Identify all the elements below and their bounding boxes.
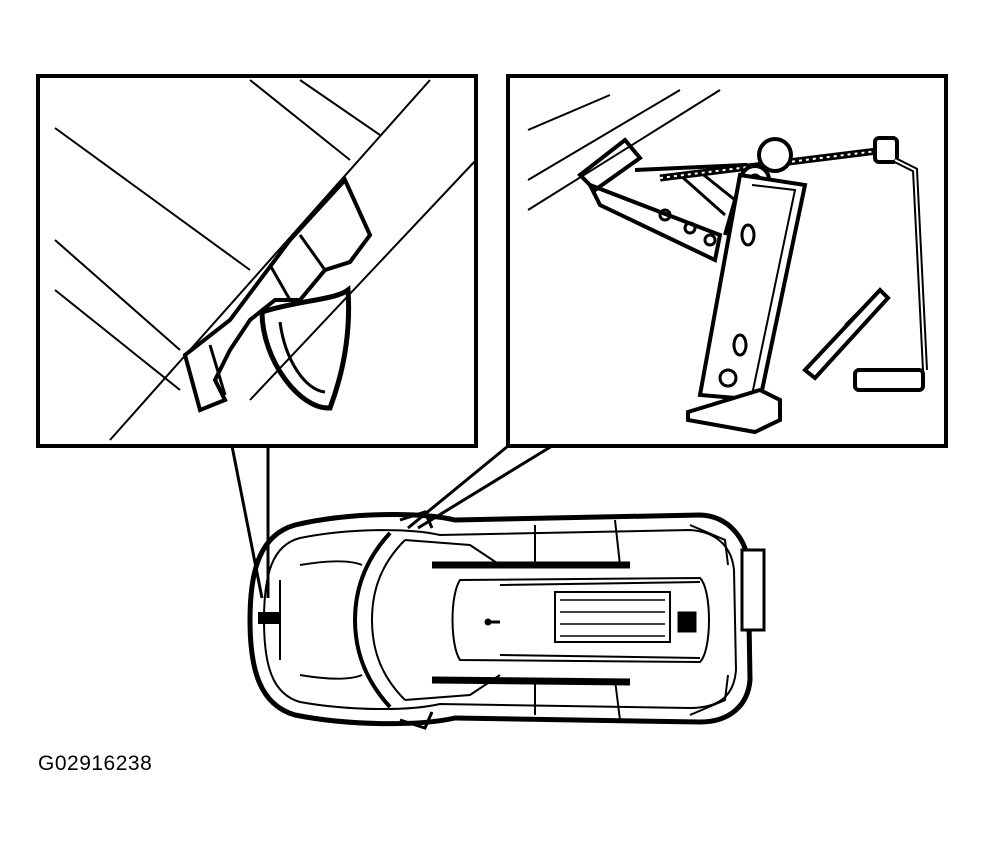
jacking-point-marker	[258, 612, 280, 624]
spare-wheel-carrier	[740, 548, 766, 632]
figure-code: G02916238	[38, 752, 153, 775]
body-line	[527, 89, 721, 211]
jack-and-crank-detail-panel	[506, 74, 948, 448]
roof-rail	[431, 676, 631, 686]
jack-base	[686, 387, 782, 435]
vehicle-top-view	[247, 510, 766, 730]
screw-end	[873, 136, 899, 164]
body-line	[527, 89, 681, 181]
body-line	[527, 94, 611, 131]
crank-grip	[853, 368, 925, 392]
windscreen	[352, 531, 392, 709]
sill-line	[54, 289, 181, 391]
sunroof	[554, 591, 671, 643]
roof-panel	[451, 576, 710, 664]
jack-lower-arm	[585, 181, 723, 263]
body-edge	[109, 79, 431, 441]
sill-line	[54, 239, 181, 351]
mirror	[399, 510, 434, 529]
jack-head	[259, 285, 352, 411]
jacking-bracket	[182, 176, 373, 413]
mirror	[399, 711, 434, 730]
tool	[802, 287, 891, 381]
sill-line	[54, 127, 251, 271]
sill-line	[249, 79, 351, 161]
callout-lines	[230, 444, 553, 599]
body-edge	[249, 160, 474, 401]
jack-hub	[757, 137, 793, 173]
jacking-point-detail-panel	[36, 74, 478, 448]
vehicle-body	[247, 512, 753, 727]
sill-line	[299, 79, 381, 136]
